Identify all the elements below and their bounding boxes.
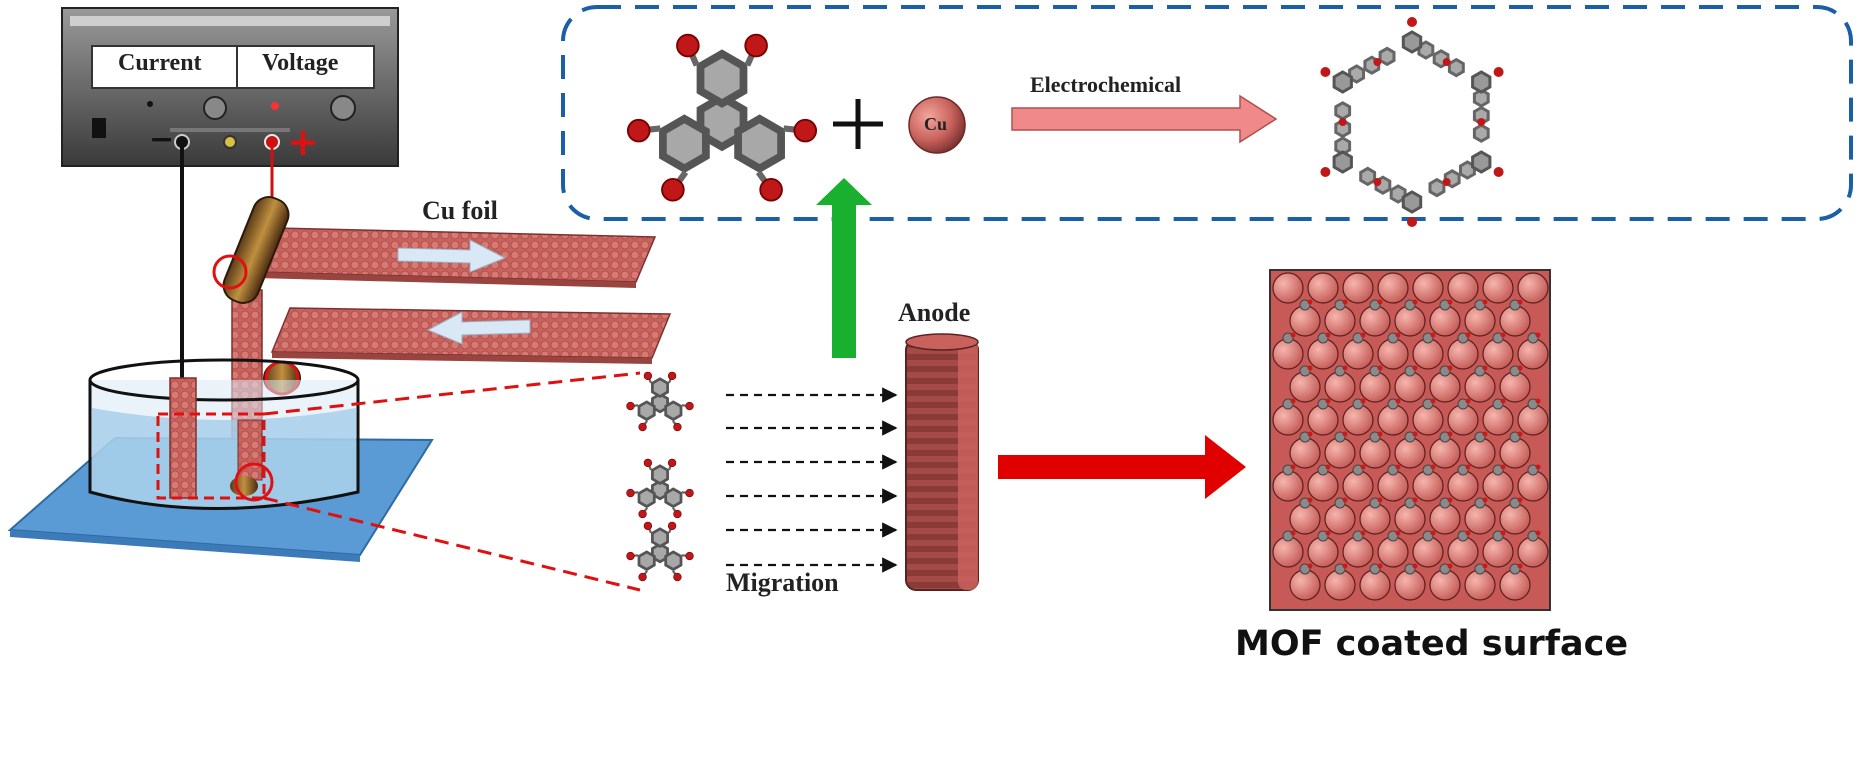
power-switch [92,118,106,138]
current-display [91,45,238,89]
foil-direction-arrow-right [397,239,507,273]
cu-atom-label: Cu [924,114,948,134]
cathode-plate [169,377,197,499]
mof-surface-caption: MOF coated surface [1235,624,1629,664]
electrochemical-label: Electrochemical [1030,72,1182,97]
mof-framework-hexagon [1320,17,1504,227]
zoom-box [156,412,266,500]
migrating-ligands [626,371,694,582]
electrolyte [92,408,356,506]
hhtp-ligand-molecule [626,33,818,202]
current-label: Current [118,50,202,76]
cu-foil-sheets [231,227,672,479]
indicator-light [271,102,279,110]
zoom-line-top [263,371,641,416]
current-knob [203,96,227,120]
voltage-knob [330,95,356,121]
migration-label: Migration [726,568,839,597]
voltage-label: Voltage [262,50,339,76]
beaker-setup [7,358,434,562]
minus-sign: − [149,122,175,157]
anode-electrode [905,333,979,591]
migration-arrows [726,387,898,573]
roller-ring-upper [212,254,248,290]
anode-label: Anode [898,298,971,327]
plus-sign-terminal: + [287,120,319,164]
voltage-display [236,45,375,89]
electrochemical-arrow [1011,94,1278,144]
reaction-scheme-box [561,5,1853,221]
power-supply [61,7,399,167]
plus-sign [833,99,883,149]
green-up-arrow [816,178,872,358]
red-arrow-to-surface [998,435,1246,499]
cu-atom [908,96,966,154]
cu-foil-label: Cu foil [422,196,498,225]
foil-direction-arrow-left [426,311,531,345]
mof-coated-surface-image [1269,269,1551,611]
